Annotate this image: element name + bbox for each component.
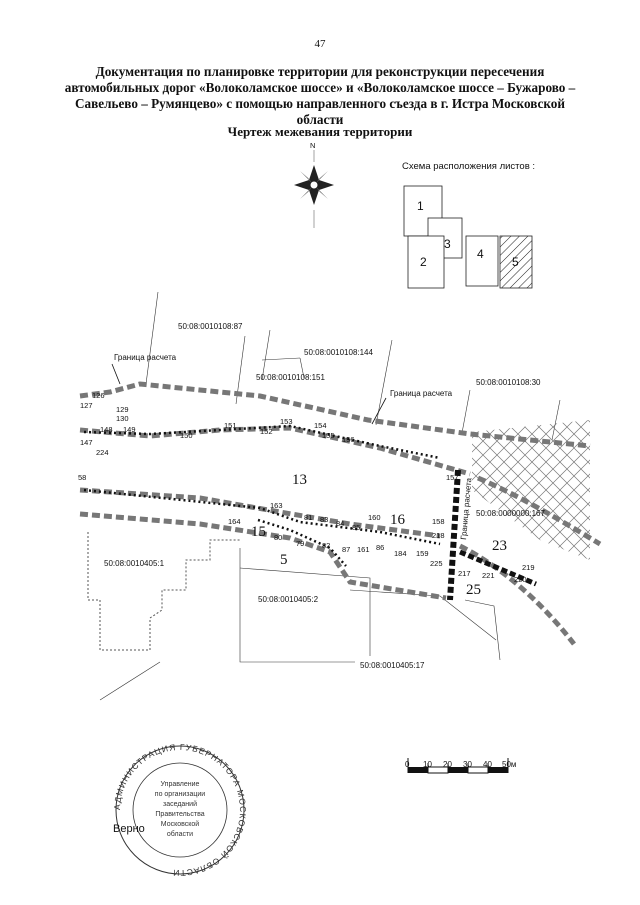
point-152: 152	[260, 427, 273, 436]
point-221: 221	[482, 571, 495, 580]
point-126: 126	[92, 391, 105, 400]
crosshatched-area	[472, 420, 590, 560]
point-84: 84	[336, 519, 344, 528]
zone-15: 15	[251, 524, 266, 540]
point-225: 225	[430, 559, 443, 568]
point-80: 80	[274, 533, 282, 542]
zone-5: 5	[280, 552, 288, 568]
compass-rose-icon	[294, 150, 334, 228]
scale-tick-0: 0	[405, 760, 410, 769]
boundary-label-left: Граница расчета	[114, 353, 177, 362]
scale-tick-30: 30	[463, 760, 472, 769]
scale-bar	[407, 758, 509, 774]
point-158: 158	[432, 517, 445, 526]
point-81: 81	[304, 513, 312, 522]
cadastral-87: 50:08:0010108:87	[178, 322, 243, 331]
verno-mark: Верно	[113, 823, 145, 835]
point-160: 160	[368, 513, 381, 522]
point-58: 58	[78, 473, 86, 482]
zone-25: 25	[466, 582, 481, 598]
stamp-line-2: по организации	[155, 791, 206, 798]
point-82: 82	[322, 541, 330, 550]
point-184: 184	[394, 549, 407, 558]
sheet-layout-caption: Схема расположения листов :	[402, 161, 536, 172]
stamp-ring-text: АДМИНИСТРАЦИЯ ГУБЕРНАТОРА МОСКОВСКОЙ ОБЛ…	[112, 742, 247, 878]
boundary-label-vertical: Граница расчета	[459, 477, 473, 540]
point-161: 161	[357, 545, 370, 554]
compass-north-label: N	[310, 141, 315, 150]
scale-tick-50: 50м	[502, 760, 516, 769]
boundary-label-right: Граница расчета	[390, 389, 453, 398]
point-219: 219	[522, 563, 535, 572]
point-151: 151	[224, 421, 237, 430]
zone-16: 16	[390, 512, 406, 528]
point-150: 150	[180, 431, 193, 440]
point-220: 220	[514, 575, 527, 584]
red-lines	[79, 381, 602, 646]
zone-13: 13	[292, 472, 307, 488]
sheet-2-label: 2	[420, 255, 427, 269]
stamp-line-1: Управление	[161, 781, 200, 788]
point-217: 217	[458, 569, 471, 578]
point-87: 87	[342, 545, 350, 554]
point-86: 86	[376, 543, 384, 552]
point-149: 149	[123, 425, 136, 434]
document-title: Документация по планировке территории дл…	[64, 64, 576, 127]
cadastral-144: 50:08:0010108:144	[304, 348, 374, 357]
sheet-5-label: 5	[512, 255, 519, 269]
stamp-line-4: Правительства	[155, 811, 204, 818]
cadastral-151: 50:08:0010108:151	[256, 373, 326, 382]
point-154: 154	[314, 421, 327, 430]
stamp-line-3: заседаний	[163, 800, 197, 808]
point-129: 129	[116, 405, 129, 414]
cadastral-0405-2: 50:08:0010405:2	[258, 595, 319, 604]
scale-tick-10: 10	[423, 760, 432, 769]
point-159: 159	[416, 549, 429, 558]
svg-text:АДМИНИСТРАЦИЯ ГУБЕРНАТОРА МОСК: АДМИНИСТРАЦИЯ ГУБЕРНАТОРА МОСКОВСКОЙ ОБЛ…	[112, 742, 248, 878]
point-163: 163	[270, 501, 283, 510]
vertical-boundary-line	[447, 469, 461, 601]
point-155: 155	[322, 431, 335, 440]
point-127: 127	[80, 401, 93, 410]
point-164: 164	[228, 517, 241, 526]
zone-23: 23	[492, 538, 507, 554]
cadastral-167: 50:08:0000000:167	[476, 509, 546, 518]
point-147: 147	[80, 438, 93, 447]
building-outline	[87, 532, 240, 651]
cadastral-parcel-lines	[99, 291, 561, 701]
point-218: 218	[432, 531, 445, 540]
sheet-4-label: 4	[477, 247, 484, 261]
sheet-1-label: 1	[417, 199, 424, 213]
point-148: 148	[100, 425, 113, 434]
cadastral-0405-1: 50:08:0010405:1	[104, 559, 165, 568]
boundary-leaders	[111, 363, 387, 425]
stamp-line-5: Московской	[161, 820, 200, 828]
scale-tick-40: 40	[483, 760, 492, 769]
point-156: 156	[342, 435, 355, 444]
point-85: 85	[352, 523, 360, 532]
cadastral-0405-17: 50:08:0010405:17	[360, 661, 425, 670]
official-stamp-icon: АДМИНИСТРАЦИЯ ГУБЕРНАТОРА МОСКОВСКОЙ ОБЛ…	[112, 742, 248, 878]
point-130: 130	[116, 414, 129, 423]
scale-tick-20: 20	[443, 760, 452, 769]
point-83: 83	[320, 515, 328, 524]
boundary-point-chains	[83, 424, 441, 567]
sheet-3-label: 3	[444, 237, 451, 251]
drawing-subtitle: Чертеж межевания территории	[227, 124, 413, 139]
cadastral-30: 50:08:0010108:30	[476, 378, 541, 387]
ramp-line	[459, 549, 537, 587]
point-153: 153	[280, 417, 293, 426]
sheet-layout-scheme	[403, 185, 533, 289]
point-79: 79	[296, 539, 304, 548]
point-157: 157	[446, 473, 459, 482]
page-number: 47	[314, 38, 326, 50]
point-224: 224	[96, 448, 109, 457]
stamp-line-6: области	[167, 830, 193, 838]
